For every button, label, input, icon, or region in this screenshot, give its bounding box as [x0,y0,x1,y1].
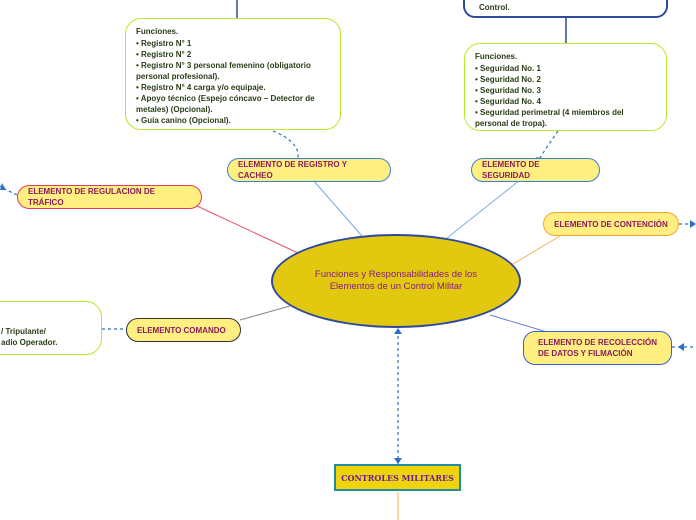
node-label: ELEMENTO DE CONTENCIÓN [554,219,668,229]
list-item: • Seguridad No. 2 [475,75,541,84]
top-center-box-fragment [223,0,251,6]
note-seguridad-title: Funciones. [475,52,518,61]
list-item: • Seguridad No. 3 [475,86,541,95]
note-comando: / Tripulante/ adio Operador. [0,301,102,355]
note-seguridad-funciones: Funciones. • Seguridad No. 1 • Seguridad… [464,43,667,131]
central-topic[interactable]: Funciones y Responsabilidades de los Ele… [271,234,521,328]
dashed-registro-note [272,130,299,159]
dashed-regulacion-out [0,185,18,196]
node-regulacion-trafico[interactable]: ELEMENTO DE REGULACION DE TRÁFICO [17,185,202,209]
node-seguridad[interactable]: ELEMENTO DE SEGURIDAD [471,158,600,182]
note-seguridad-list: • Seguridad No. 1 • Seguridad No. 2 • Se… [475,63,656,129]
note-top-right-text: Control. [479,3,510,12]
arrow-contencion [690,220,696,228]
central-topic-label: Funciones y Responsabilidades de los Ele… [314,269,478,292]
node-contencion[interactable]: ELEMENTO DE CONTENCIÓN [543,212,679,236]
note-registro-list: • Registro N° 1 • Registro N° 2 • Regist… [136,38,330,126]
note-registro-title: Funciones. [136,27,179,36]
node-comando[interactable]: ELEMENTO COMANDO [126,318,241,342]
note-top-right-fragment: Control. [463,0,668,18]
list-item: • Seguridad No. 1 [475,64,541,73]
list-item: • Seguridad perimetral (4 miembros del p… [475,108,624,128]
arrow-regulacion [0,183,6,190]
node-label: ELEMENTO DE REGULACION DE TRÁFICO [28,187,155,207]
arrow-recoleccion [678,343,684,351]
node-label: ELEMENTO DE RECOLECCIÓN DE DATOS Y FILMA… [538,338,657,358]
node-label: CONTROLES MILITARES [341,472,454,483]
node-recoleccion-filmacion[interactable]: ELEMENTO DE RECOLECCIÓN DE DATOS Y FILMA… [523,331,672,365]
branch-contencion [512,235,561,265]
node-controles-militares[interactable]: CONTROLES MILITARES [334,464,461,491]
branch-registro [312,179,363,237]
list-item: • Registro N° 3 personal femenino (oblig… [136,61,311,81]
note-registro-funciones: Funciones. • Registro N° 1 • Registro N°… [125,18,341,130]
node-label: ELEMENTO COMANDO [137,325,226,335]
node-registro-cacheo[interactable]: ELEMENTO DE REGISTRO Y CACHEO [227,158,391,182]
list-item: • Seguridad No. 4 [475,97,541,106]
branch-seguridad [446,179,521,239]
branch-comando [239,305,291,321]
list-item: • Guía canino (Opcional). [136,116,231,125]
dashed-seguridad-note [539,130,559,159]
arrow-center-up [394,328,402,334]
branch-recoleccion [489,314,548,333]
node-label: ELEMENTO DE SEGURIDAD [482,160,540,180]
node-label: ELEMENTO DE REGISTRO Y CACHEO [238,160,347,180]
list-item: • Apoyo técnico (Espejo cóncavo – Detect… [136,94,315,114]
note-comando-line: / Tripulante/ [1,327,46,336]
note-comando-line: adio Operador. [1,338,58,347]
list-item: • Registro N° 2 [136,50,192,59]
list-item: • Registro N° 4 carga y/o equipaje. [136,83,266,92]
arrow-controles [394,458,402,464]
branch-regulacion [196,205,299,254]
list-item: • Registro N° 1 [136,39,192,48]
